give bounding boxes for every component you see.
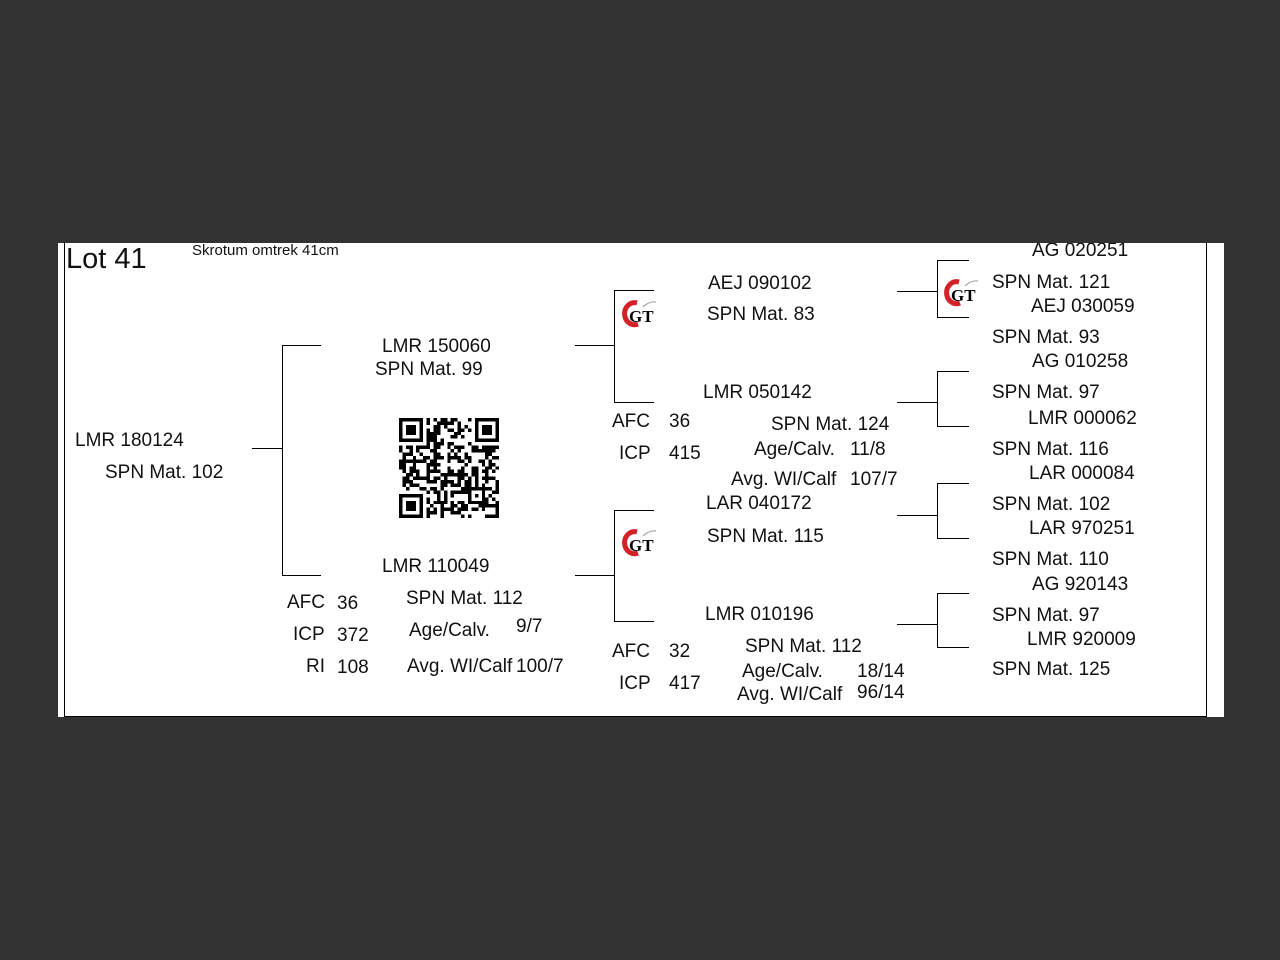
scrotum-note: Skrotum omtrek 41cm xyxy=(192,243,339,259)
pedigree-document: Lot 41 Skrotum omtrek 41cm LMR 180124 SP… xyxy=(58,243,1224,717)
bracket-gen3-3-bottom xyxy=(937,538,969,539)
dam-dam-icp-value: 417 xyxy=(669,673,701,694)
gen3-mat: SPN Mat. 125 xyxy=(992,659,1111,680)
gen3-id: AG 920143 xyxy=(1032,574,1129,595)
gen3-id: LAR 970251 xyxy=(1029,518,1135,539)
gt-logo-text: GT xyxy=(629,536,654,555)
gen3-mat: SPN Mat. 93 xyxy=(992,327,1100,348)
dam-dam-id: LMR 010196 xyxy=(705,604,814,625)
sire-dam-afc-label: AFC xyxy=(612,411,650,432)
sire-dam-age-value: 11/8 xyxy=(850,439,886,460)
dam-icp-value: 372 xyxy=(337,625,369,646)
bracket-gen1-stem xyxy=(252,448,282,449)
gt-logo-icon: GT xyxy=(944,279,979,307)
right-border xyxy=(1206,243,1207,717)
gen3-mat: SPN Mat. 102 xyxy=(992,494,1111,515)
dam-icp-label: ICP xyxy=(293,624,325,645)
sire-dam-wi-label: Avg. WI/Calf xyxy=(731,469,837,490)
dam-dam-age-value: 18/14 xyxy=(857,661,905,682)
sire-dam-mat: SPN Mat. 124 xyxy=(771,414,890,435)
bracket-sire-stem xyxy=(575,345,614,346)
dam-dam-wi-value: 96/14 xyxy=(857,682,905,703)
bracket-dam-vert xyxy=(614,510,615,621)
bracket-gen3-4-vert xyxy=(937,593,938,647)
bottom-border xyxy=(64,716,1206,717)
animal-id: LMR 180124 xyxy=(75,430,184,451)
sire-dam-icp-value: 415 xyxy=(669,443,701,464)
dam-age-value: 9/7 xyxy=(516,616,543,637)
sire-sire-mat: SPN Mat. 83 xyxy=(707,304,815,325)
dam-dam-wi-label: Avg. WI/Calf xyxy=(737,684,843,705)
dam-dam-age-label: Age/Calv. xyxy=(742,661,823,682)
sire-dam-id: LMR 050142 xyxy=(703,382,812,403)
dam-age-label: Age/Calv. xyxy=(409,620,490,641)
bracket-sire-vert xyxy=(614,290,615,402)
sire-mat: SPN Mat. 99 xyxy=(375,359,483,380)
bracket-gen3-2-stem xyxy=(897,402,937,403)
bracket-dam-stem xyxy=(575,575,614,576)
gen3-mat: SPN Mat. 116 xyxy=(992,439,1109,460)
dam-sire-mat: SPN Mat. 115 xyxy=(707,526,824,547)
sire-id: LMR 150060 xyxy=(382,336,491,357)
bracket-gen3-3-stem xyxy=(897,515,937,516)
dam-wi-label: Avg. WI/Calf xyxy=(407,656,513,677)
lot-title: Lot 41 xyxy=(66,243,147,275)
dam-wi-value: 100/7 xyxy=(516,656,564,677)
bracket-gen3-1-stem xyxy=(897,291,937,292)
gen3-mat: SPN Mat. 121 xyxy=(992,272,1111,293)
dam-mat: SPN Mat. 112 xyxy=(406,588,523,609)
sire-dam-icp-label: ICP xyxy=(619,443,651,464)
dam-id: LMR 110049 xyxy=(382,556,490,577)
gen3-id: LAR 000084 xyxy=(1029,463,1135,484)
dam-ri-value: 108 xyxy=(337,657,369,678)
bracket-gen1-vert xyxy=(282,345,283,575)
dam-sire-id: LAR 040172 xyxy=(706,493,812,514)
dam-dam-afc-label: AFC xyxy=(612,641,650,662)
gen3-id: LMR 000062 xyxy=(1028,408,1137,429)
dam-afc-label: AFC xyxy=(287,592,325,613)
bracket-gen3-1-top xyxy=(937,260,969,261)
bracket-dam-bottom xyxy=(614,621,654,622)
gt-logo-icon: GT xyxy=(622,529,657,557)
dam-dam-afc-value: 32 xyxy=(669,641,691,662)
sire-dam-age-label: Age/Calv. xyxy=(754,439,835,460)
gen3-mat: SPN Mat. 97 xyxy=(992,382,1100,403)
dam-dam-icp-label: ICP xyxy=(619,673,651,694)
bracket-gen3-1-vert xyxy=(937,260,938,317)
gen3-mat: SPN Mat. 110 xyxy=(992,549,1109,570)
bracket-gen3-2-bottom xyxy=(937,426,969,427)
gt-logo-text: GT xyxy=(951,286,976,305)
dam-dam-mat: SPN Mat. 112 xyxy=(745,636,862,657)
bracket-sire-bottom xyxy=(614,402,654,403)
bracket-gen3-4-stem xyxy=(897,624,937,625)
gt-logo-icon: GT xyxy=(622,300,657,328)
bracket-gen1-top xyxy=(282,345,321,346)
bracket-gen3-4-bottom xyxy=(937,647,969,648)
gt-logo-text: GT xyxy=(629,307,654,326)
dam-afc-value: 36 xyxy=(337,593,359,614)
dam-ri-label: RI xyxy=(306,656,325,677)
bracket-gen3-2-top xyxy=(937,371,969,372)
gen3-id: AG 020251 xyxy=(1032,243,1129,261)
bracket-sire-top xyxy=(614,290,654,291)
bracket-gen1-bottom xyxy=(282,575,321,576)
sire-dam-wi-value: 107/7 xyxy=(850,469,898,490)
left-border xyxy=(64,243,65,717)
bracket-dam-top xyxy=(614,510,654,511)
bracket-gen3-3-top xyxy=(937,483,969,484)
gen3-id: AEJ 030059 xyxy=(1031,296,1135,317)
bracket-gen3-1-bottom xyxy=(937,317,969,318)
qr-code-icon xyxy=(399,418,499,518)
animal-mat: SPN Mat. 102 xyxy=(105,462,224,483)
gen3-mat: SPN Mat. 97 xyxy=(992,605,1100,626)
bracket-gen3-3-vert xyxy=(937,483,938,538)
bracket-gen3-2-vert xyxy=(937,371,938,426)
gen3-id: LMR 920009 xyxy=(1027,629,1136,650)
sire-sire-id: AEJ 090102 xyxy=(708,273,812,294)
sire-dam-afc-value: 36 xyxy=(669,411,691,432)
bracket-gen3-4-top xyxy=(937,593,969,594)
gen3-id: AG 010258 xyxy=(1032,351,1129,372)
